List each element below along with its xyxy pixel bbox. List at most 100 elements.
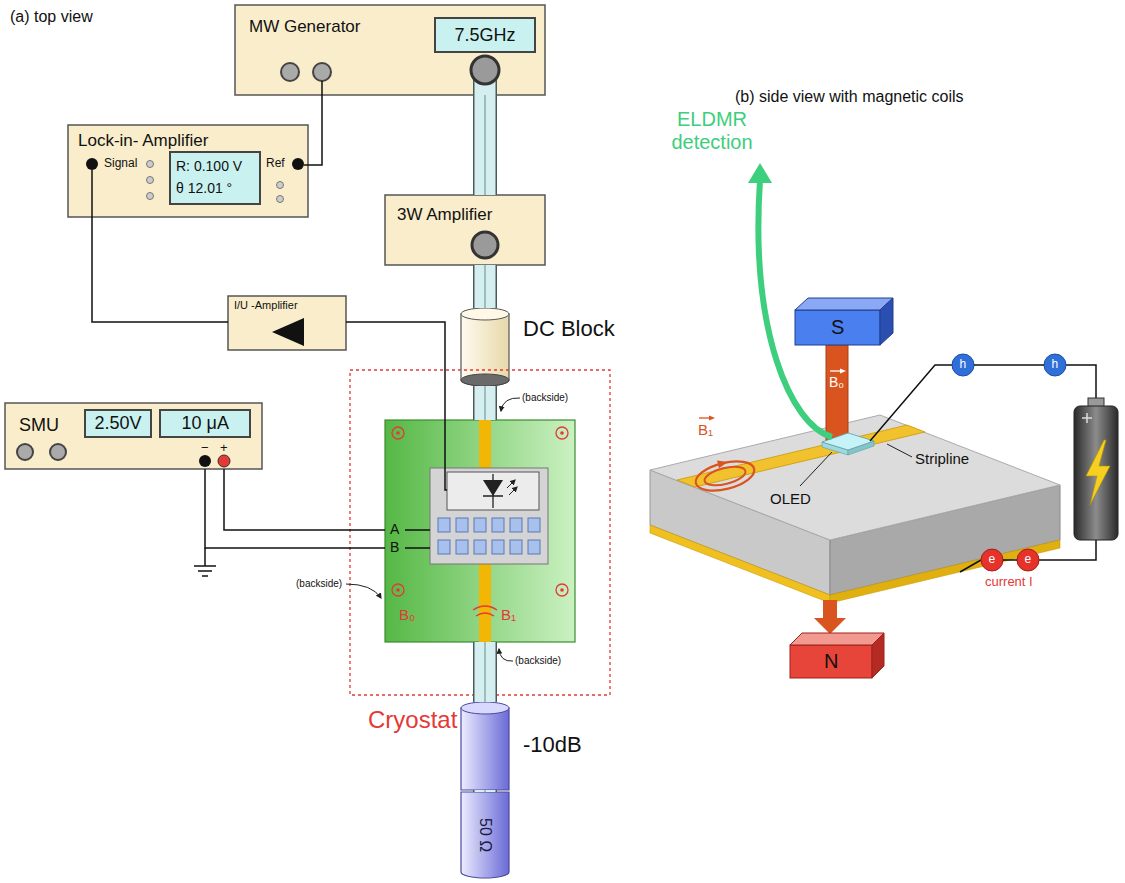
smu-panel [5,403,262,469]
magnet-pole: S [795,310,880,345]
sample-board [528,518,540,532]
iu-amplifier-box: I/U -Amplifier [228,296,346,350]
magnet-north [790,633,884,678]
coax-cable [485,386,486,420]
attenuator-cylinder [461,702,509,714]
magnet-south [795,298,893,345]
coax-cable [473,95,497,195]
coax-cable [485,790,486,792]
smu-box: SMU−+2.50V10 μA [5,403,262,469]
smu-panel [50,444,66,460]
sample-board [438,540,450,554]
terminator-cylinder [461,792,509,878]
coax-cable [475,790,496,792]
battery-symbol [1074,406,1118,540]
rf-field-loops [692,416,757,496]
sample-board [474,518,486,532]
attenuator-cylinder [461,708,509,790]
sample-board [405,547,430,549]
leader-line [800,444,912,486]
ground-symbol [198,570,212,572]
note-label: (backside) [296,578,342,590]
static-field-bar [826,345,848,441]
coax-cable [473,386,497,420]
rf-field-loops [692,452,757,496]
sample-board [556,584,568,596]
sample-board [456,540,468,554]
sample-board [492,540,504,554]
sample-board [396,588,400,592]
magnet-north [790,645,872,678]
node-text: DC Block [523,316,615,341]
part-label: Stripline [915,450,969,467]
rf-field-loops [703,463,748,489]
attenuator-cylinder [461,702,509,790]
charge-carrier [1044,354,1066,376]
emission-arrow [758,180,832,437]
iu-amplifier-panel [272,318,304,346]
hole-carrier: h [1044,354,1066,376]
coax-core [484,642,485,702]
field-arrow [814,600,846,634]
substrate-block [650,415,1060,603]
iu-amplifier-panel [228,296,346,350]
charge-carrier [952,354,974,376]
rf-field-loops [717,458,729,468]
iu-amplifier-panel [228,296,346,350]
circuit-wire [870,365,1096,572]
signal-wire [224,469,385,530]
sample-board [396,431,400,435]
current-label: current I [985,575,1033,590]
charge-carrier [1017,549,1039,571]
lockin-panel [147,161,154,168]
lockin-panel [147,177,154,184]
signal-wire [346,322,445,420]
generator-panel [435,18,535,52]
node-text: 7.5GHz [455,25,516,46]
sample-board [392,427,404,439]
signal-wire [308,95,322,165]
static-field-bar [826,345,848,441]
magnet-south [880,298,893,345]
dc-block-cylinder [461,314,509,386]
coax-cable [475,386,496,420]
substrate-block [830,540,1060,603]
signal-wire [1003,559,1017,561]
voltage-display: 2.50V [85,410,151,437]
amplifier-panel [385,195,545,265]
view-caption: (a) top view [10,8,93,26]
node-text: MW Generator [249,17,360,37]
coax-cable [473,265,497,308]
field-label: B₁ [698,421,713,438]
dc-block-cylinder [461,308,509,320]
circuit-wire [960,560,981,572]
sample-board [556,427,568,439]
node-text: h [1052,358,1059,372]
sample-board [510,518,522,532]
node-text: 50 Ω [476,818,494,852]
coax-cable [475,95,496,195]
node-text: Signal [104,157,137,171]
view-caption: (b) side view with magnetic coils [735,88,964,106]
sample-board [430,468,548,564]
node-text: B₀ [399,606,415,623]
sample-board [438,518,450,532]
sample-board [447,472,539,510]
amplifier-panel [472,232,498,258]
sample-board [483,480,503,496]
part-label: OLED [770,490,811,507]
sample-board [473,606,497,610]
magnet-north [790,633,884,645]
lockin-panel [91,170,93,217]
node-text: S [831,316,844,339]
lockin-panel [292,158,304,170]
node-text: B₁ [501,606,516,623]
signal-wire [224,469,385,530]
sample-board [483,495,503,497]
sample-board [445,420,447,490]
battery-symbol [1074,398,1118,540]
coax-core [484,386,485,420]
generator-panel [313,63,331,81]
static-field-bar [840,369,846,374]
coax-core [484,265,485,308]
